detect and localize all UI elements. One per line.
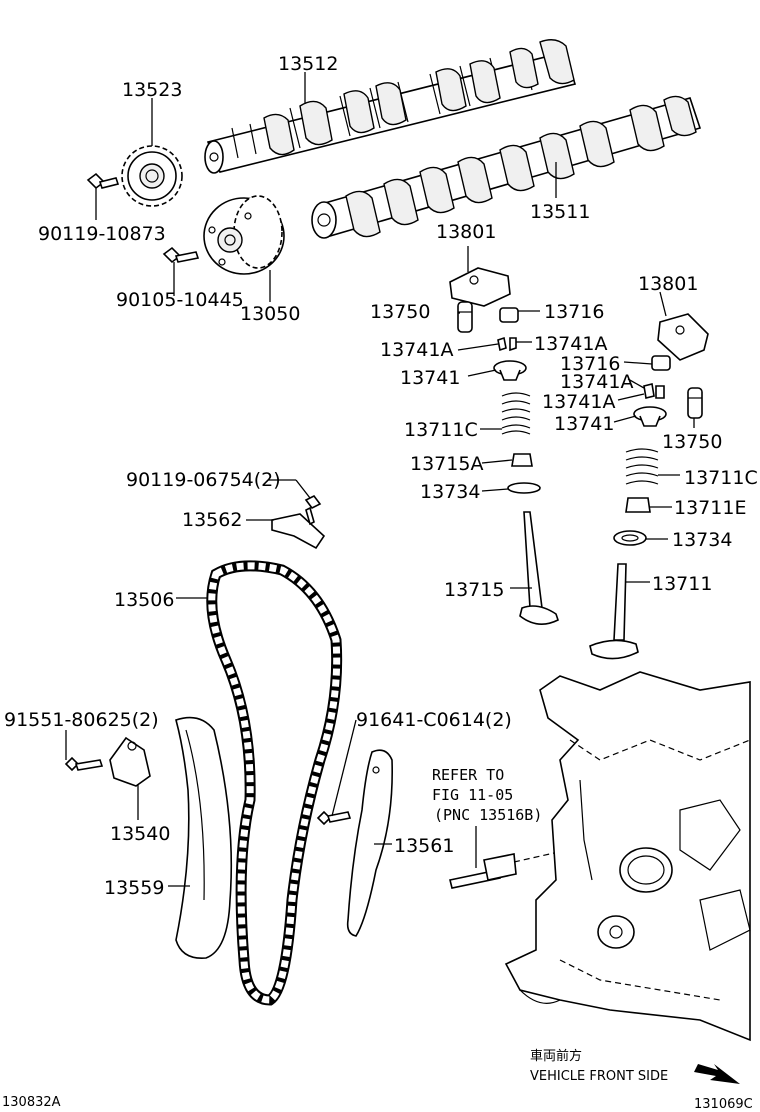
chain-slipper-13559 bbox=[175, 716, 233, 959]
label-13741A-c: 13741A bbox=[560, 371, 633, 393]
valve-13711 bbox=[589, 563, 639, 660]
rocker-arm-13801-left bbox=[449, 267, 511, 307]
label-13741-left: 13741 bbox=[400, 367, 460, 389]
seal-13715A bbox=[511, 453, 533, 467]
seal-13711E bbox=[625, 497, 651, 513]
label-13716-right: 13716 bbox=[560, 353, 620, 375]
label-13711C-right: 13711C bbox=[684, 467, 758, 489]
camshaft-13511 bbox=[311, 95, 702, 239]
vvt-gear-13050 bbox=[203, 195, 285, 275]
illustration-code-right: 131069C bbox=[694, 1097, 753, 1112]
label-13741A-a: 13741A bbox=[380, 339, 453, 361]
refer-note-line2: FIG 11-05 bbox=[432, 786, 513, 804]
label-13741A-b: 13741A bbox=[534, 333, 607, 355]
label-13741A-d: 13741A bbox=[542, 391, 615, 413]
seat-13734-right bbox=[613, 530, 647, 546]
label-13715A: 13715A bbox=[410, 453, 483, 475]
label-13506: 13506 bbox=[114, 589, 174, 611]
direction-arrow-icon bbox=[694, 1064, 740, 1084]
bolt-90119-10873 bbox=[86, 172, 120, 190]
lash-adjuster-13750-left bbox=[457, 301, 473, 333]
bolt-90105-10445 bbox=[162, 246, 200, 264]
label-91551-80625: 91551-80625(2) bbox=[4, 709, 159, 731]
label-13511: 13511 bbox=[530, 201, 590, 223]
camshaft-13512 bbox=[204, 39, 577, 174]
label-13801-left: 13801 bbox=[436, 221, 496, 243]
refer-note-line1: REFER TO bbox=[432, 766, 504, 784]
vehicle-front-english: VEHICLE FRONT SIDE bbox=[530, 1069, 668, 1084]
label-90119-10873: 90119-10873 bbox=[38, 223, 166, 245]
label-91641-C0614: 91641-C0614(2) bbox=[356, 709, 512, 731]
keys-13741A-right bbox=[643, 383, 665, 399]
leader-lines bbox=[65, 72, 695, 887]
label-13512: 13512 bbox=[278, 53, 338, 75]
chain-damper-13561 bbox=[316, 749, 393, 937]
label-13716-left: 13716 bbox=[544, 301, 604, 323]
label-13711E: 13711E bbox=[674, 497, 746, 519]
label-13734-left: 13734 bbox=[420, 481, 480, 503]
label-90119-06754: 90119-06754(2) bbox=[126, 469, 281, 491]
refer-note-line3: (PNC 13516B) bbox=[434, 806, 542, 824]
spring-13711C-right bbox=[625, 448, 659, 485]
label-13750-left: 13750 bbox=[370, 301, 430, 323]
vehicle-front-japanese: 車両前方 bbox=[530, 1048, 582, 1064]
label-13540: 13540 bbox=[110, 823, 170, 845]
label-13523: 13523 bbox=[122, 79, 182, 101]
illustration-code-left: 130832A bbox=[2, 1095, 61, 1110]
refer-note: REFER TO FIG 11-05 (PNC 13516B) bbox=[432, 766, 542, 824]
retainer-13741-right bbox=[633, 406, 667, 427]
label-90105-10445: 90105-10445 bbox=[116, 289, 244, 311]
retainer-13741-left bbox=[493, 360, 527, 381]
label-13801-right: 13801 bbox=[638, 273, 698, 295]
seat-13734-left bbox=[507, 482, 541, 494]
tensioner-13540 bbox=[64, 736, 151, 787]
label-13559: 13559 bbox=[104, 877, 164, 899]
rocker-arm-13801-right bbox=[657, 313, 709, 361]
sprocket-13523 bbox=[121, 145, 183, 207]
spring-13711C-left bbox=[501, 392, 531, 435]
part-labels: 13512 13523 13511 90119-10873 90105-1044… bbox=[4, 53, 758, 899]
oil-jet-13516B bbox=[449, 853, 517, 889]
pad-13716-left bbox=[499, 307, 519, 323]
chain-guide-13562 bbox=[271, 494, 326, 550]
label-13741-right: 13741 bbox=[554, 413, 614, 435]
label-13562: 13562 bbox=[182, 509, 242, 531]
label-13711: 13711 bbox=[652, 573, 712, 595]
pad-13716-right bbox=[651, 355, 671, 371]
label-13711C-left: 13711C bbox=[404, 419, 478, 441]
label-13750-right: 13750 bbox=[662, 431, 722, 453]
valve-13715 bbox=[519, 511, 559, 625]
label-13050: 13050 bbox=[240, 303, 300, 325]
vehicle-front-note: 車両前方 VEHICLE FRONT SIDE bbox=[530, 1048, 668, 1084]
label-13561: 13561 bbox=[394, 835, 454, 857]
keys-13741A-left bbox=[497, 336, 517, 352]
timing-chain-13506 bbox=[206, 560, 343, 1006]
engine-block bbox=[504, 671, 751, 1042]
label-13715: 13715 bbox=[444, 579, 504, 601]
label-13734-right: 13734 bbox=[672, 529, 732, 551]
lash-adjuster-13750-right bbox=[687, 387, 703, 419]
